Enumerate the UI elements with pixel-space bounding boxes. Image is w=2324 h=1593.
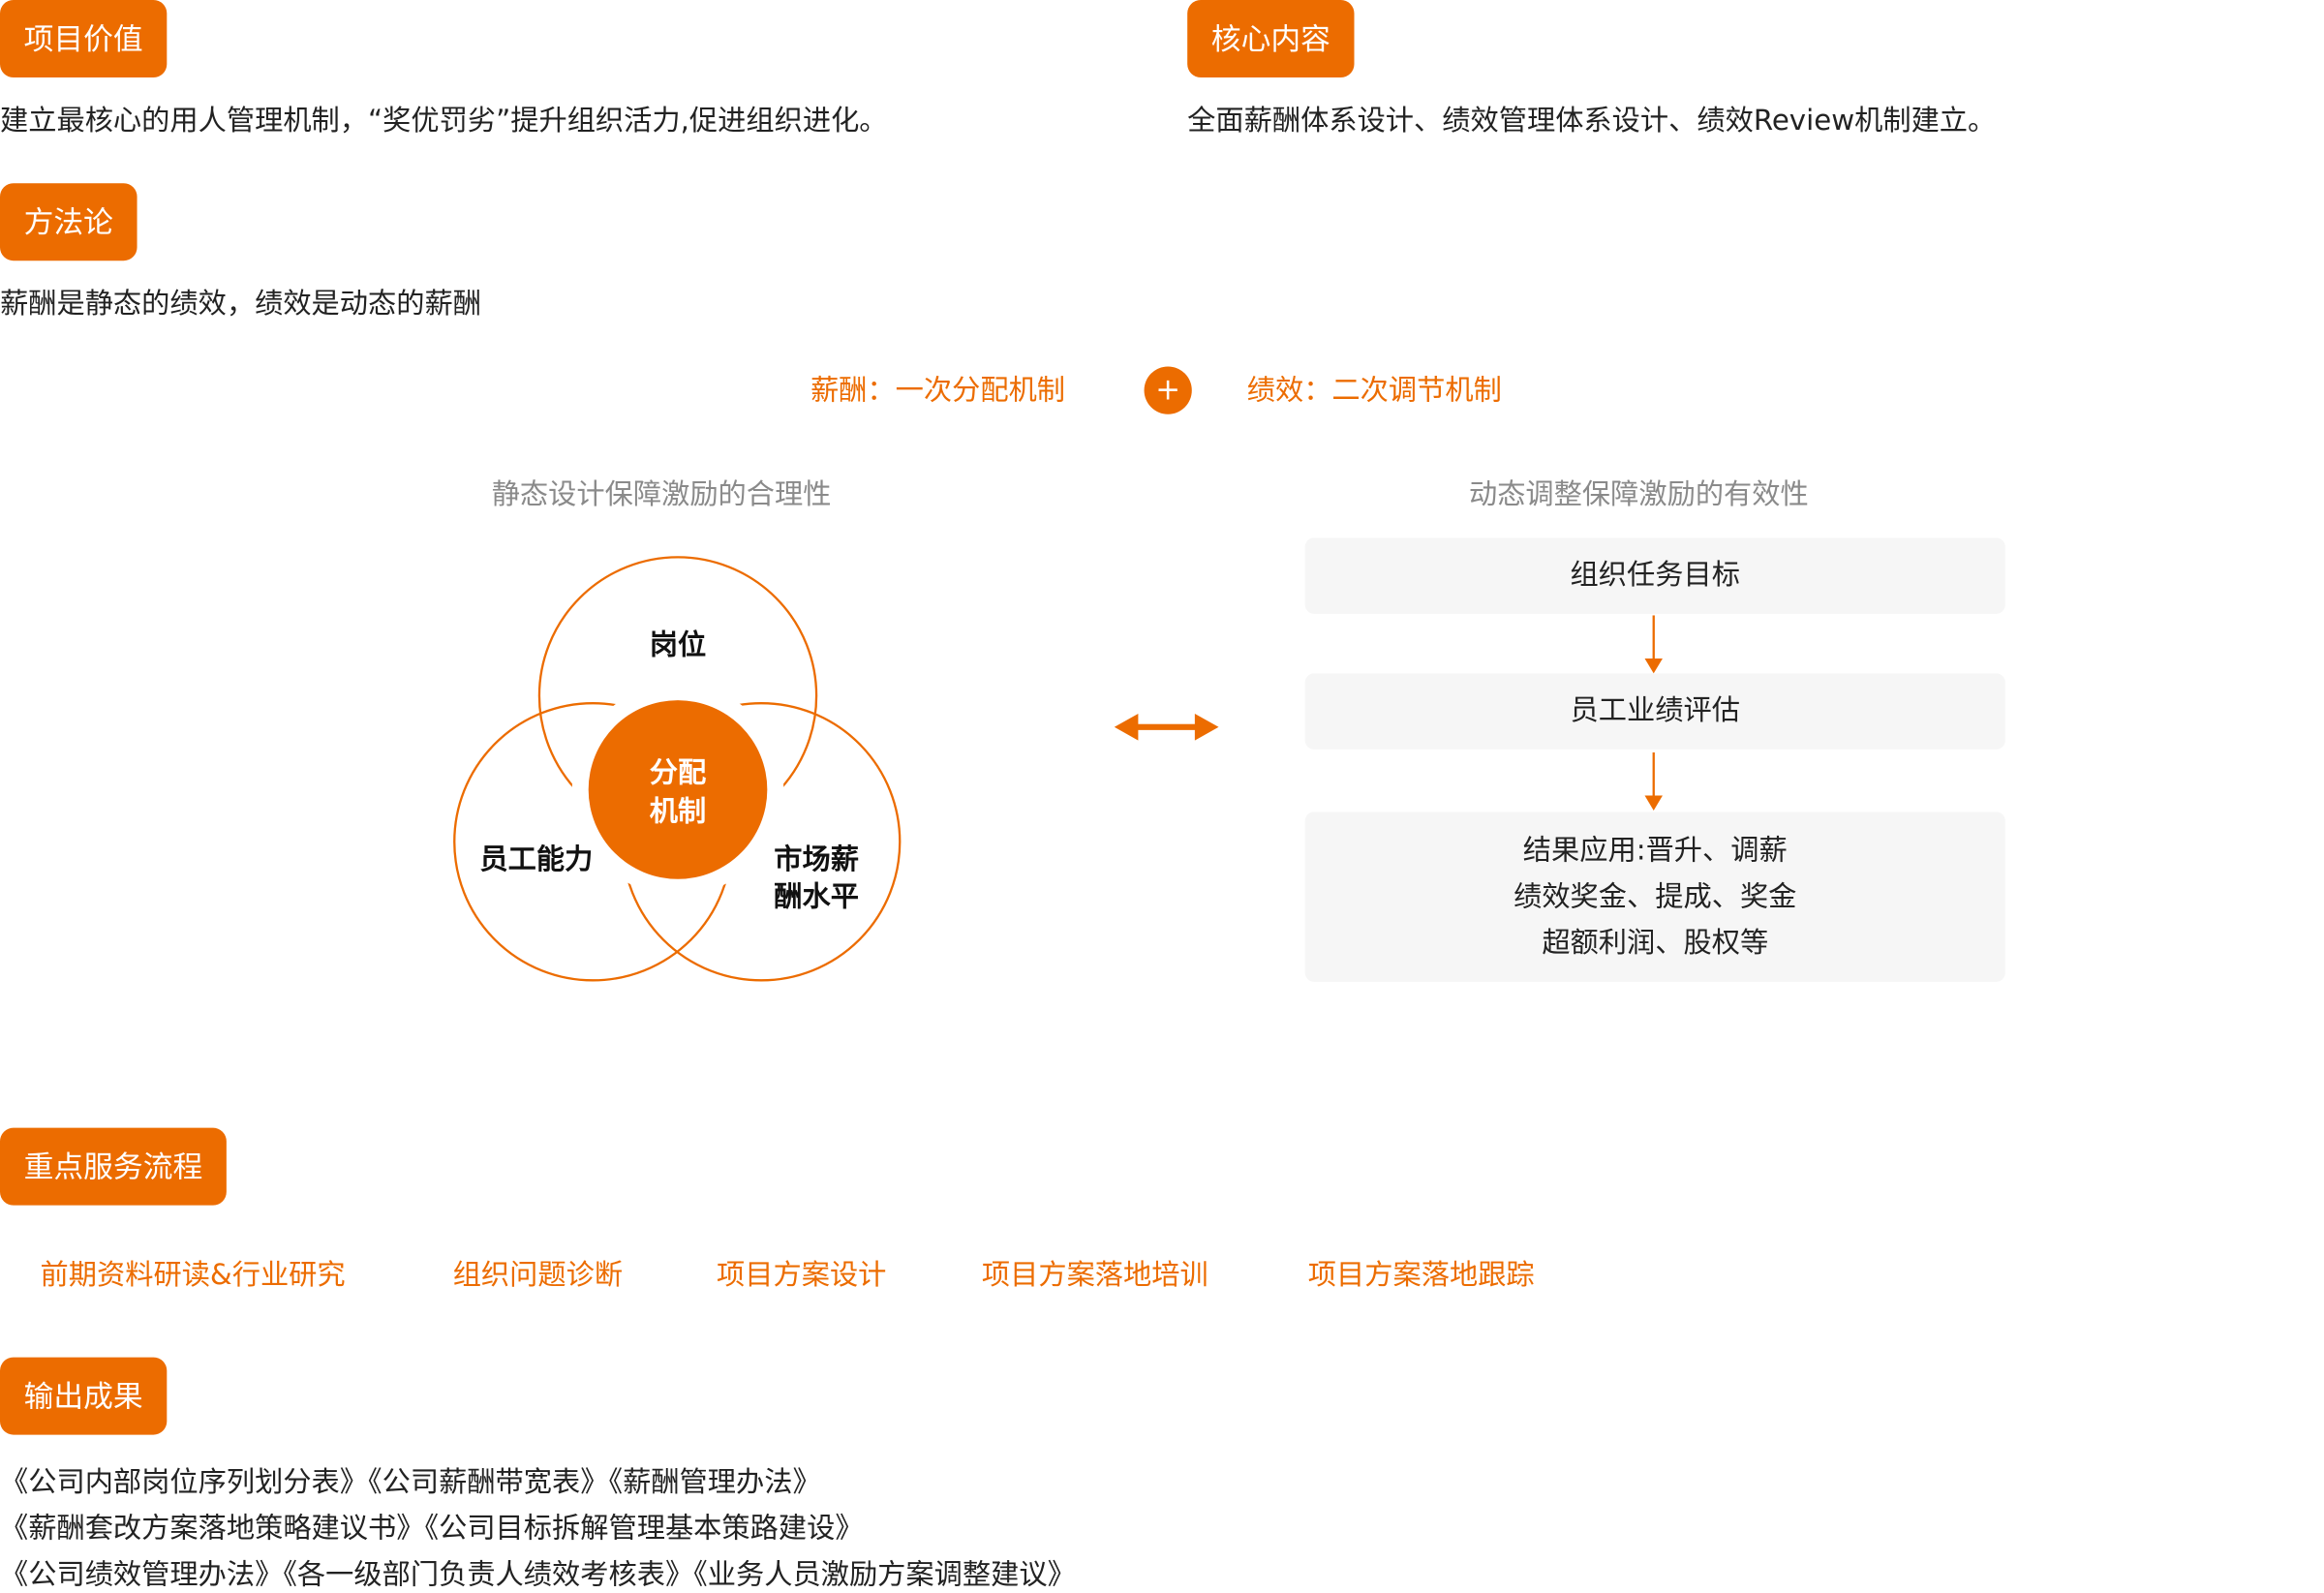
flow-step-goal: 组织任务目标 bbox=[1304, 537, 2005, 614]
venn-label-position: 岗位 bbox=[650, 628, 706, 660]
flow-step-goal-label: 组织任务目标 bbox=[1570, 558, 1740, 592]
venn-label-ability: 员工能力 bbox=[479, 842, 593, 875]
flow-step-application-line: 超额利润、股权等 bbox=[1542, 926, 1769, 960]
section-tag-core: 核心内容 bbox=[1187, 0, 1355, 78]
venn-label-market-1: 市场薪 bbox=[774, 842, 859, 875]
process-step: 项目方案落地培训 bbox=[981, 1259, 1208, 1292]
venn-center-label-2: 机制 bbox=[650, 795, 706, 828]
salary-mechanism-label: 薪酬：一次分配机制 bbox=[810, 374, 1066, 408]
flow-step-application-line: 结果应用:晋升、调薪 bbox=[1522, 833, 1788, 867]
venn-label-market-2: 酬水平 bbox=[774, 879, 859, 912]
process-step: 项目方案落地跟踪 bbox=[1307, 1259, 1535, 1292]
performance-mechanism-label: 绩效：二次调节机制 bbox=[1246, 374, 1502, 408]
double-arrow-icon bbox=[1114, 713, 1219, 741]
method-text: 薪酬是静态的绩效，绩效是动态的薪酬 bbox=[0, 287, 481, 321]
value-text: 建立最核心的用人管理机制，“奖优罚劣”提升组织活力,促进组织进化。 bbox=[0, 104, 888, 138]
section-tag-output: 输出成果 bbox=[0, 1357, 168, 1435]
flow-caption: 动态调整保障激励的有效性 bbox=[1468, 477, 1809, 511]
output-line: 《薪酬套改方案落地策略建议书》《公司目标拆解管理基本策路建设》 bbox=[0, 1512, 864, 1546]
output-line: 《公司内部岗位序列划分表》《公司薪酬带宽表》《薪酬管理办法》 bbox=[0, 1465, 821, 1499]
output-line: 《公司绩效管理办法》《各一级部门负责人绩效考核表》《业务人员激励方案调整建议》 bbox=[0, 1558, 1076, 1592]
flow-step-evaluation: 员工业绩评估 bbox=[1304, 673, 2005, 750]
process-step: 项目方案设计 bbox=[717, 1259, 887, 1292]
venn-diagram: 岗位 员工能力 市场薪 酬水平 分配 机制 bbox=[453, 556, 902, 982]
flow-step-application: 结果应用:晋升、调薪 绩效奖金、提成、奖金 超额利润、股权等 bbox=[1304, 812, 2005, 982]
flow-step-application-line: 绩效奖金、提成、奖金 bbox=[1514, 879, 1797, 913]
process-step: 前期资料研读&行业研究 bbox=[40, 1259, 346, 1292]
flow-step-evaluation-label: 员工业绩评估 bbox=[1570, 693, 1740, 727]
venn-center-fill bbox=[588, 700, 768, 879]
plus-icon: + bbox=[1144, 366, 1192, 414]
section-tag-value: 项目价值 bbox=[0, 0, 168, 78]
venn-center-label-1: 分配 bbox=[650, 756, 706, 789]
venn-caption: 静态设计保障激励的合理性 bbox=[491, 477, 832, 511]
arrow-down-icon bbox=[1644, 615, 1663, 674]
arrow-down-icon bbox=[1644, 751, 1663, 811]
core-text: 全面薪酬体系设计、绩效管理体系设计、绩效Review机制建立。 bbox=[1187, 104, 1997, 138]
process-step: 组织问题诊断 bbox=[452, 1259, 624, 1292]
section-tag-method: 方法论 bbox=[0, 183, 138, 261]
section-tag-process: 重点服务流程 bbox=[0, 1127, 227, 1206]
